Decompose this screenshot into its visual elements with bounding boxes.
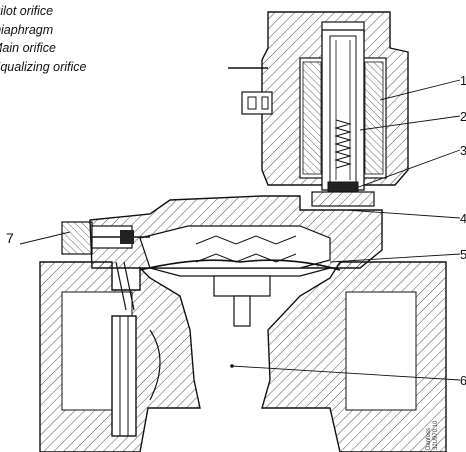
leader-dot-6 xyxy=(230,364,234,368)
pilot-orifice xyxy=(311,181,375,207)
valve-body xyxy=(39,261,447,452)
leader-lines xyxy=(19,79,461,381)
main-orifice xyxy=(213,275,271,327)
solenoid-coil xyxy=(302,61,384,175)
legend-item: Main orifice xyxy=(0,41,56,55)
callout-1: 1 xyxy=(460,74,466,88)
legend-item: Equalizing orifice xyxy=(0,59,87,74)
legend: Pilot orifice Diaphragm Main orifice Equ… xyxy=(0,2,130,76)
main-spring xyxy=(195,235,297,263)
callout-2: 2 xyxy=(460,110,466,124)
equalizing-orifice xyxy=(115,261,135,311)
legend-item: Diaphragm xyxy=(0,22,54,37)
cable-terminal xyxy=(228,67,273,115)
callout-5: 5 xyxy=(460,248,466,262)
callout-4: 4 xyxy=(460,212,466,226)
credit-line2: 32U970.10 xyxy=(433,420,439,450)
credit-line1: Danfoss xyxy=(426,427,432,450)
manual-opener xyxy=(61,221,150,255)
valve-bonnet xyxy=(89,195,383,269)
callout-7: 7 xyxy=(6,230,14,246)
callout-6: 6 xyxy=(460,374,466,388)
callout-3: 3 xyxy=(460,144,466,158)
legend-item: Pilot orifice xyxy=(0,4,54,18)
credit: Danfoss 32U970.10 xyxy=(426,380,440,450)
armature-spring xyxy=(334,119,352,169)
